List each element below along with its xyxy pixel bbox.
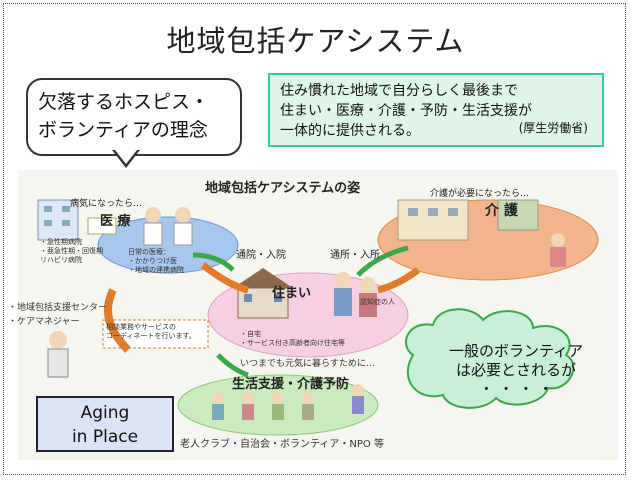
community-person-icon — [242, 392, 254, 404]
everyday-caption: いつまでも元気に暮らすために… — [240, 359, 375, 369]
arrow-medical-home — [200, 262, 249, 294]
elderly-person-icon — [335, 272, 351, 288]
care-system-diagram — [18, 170, 618, 460]
quote-line1: 住み慣れた地域で自分らしく最後まで — [280, 83, 518, 99]
arrow-home-medical — [192, 252, 235, 272]
elderly-person-icon — [360, 277, 376, 293]
medical-area — [97, 216, 239, 274]
aging-in-place-box: Aging in Place — [36, 396, 174, 452]
visit-right-label: 通所・入所 — [330, 250, 380, 261]
diagram-title: 地域包括ケアシステムの姿 — [205, 181, 361, 196]
caregiver-icon — [551, 233, 565, 247]
medical-label: 医 療 — [100, 214, 131, 229]
visit-left-label: 通院・入院 — [236, 250, 286, 261]
house-roof-icon — [233, 268, 293, 288]
aging-line2: in Place — [71, 427, 139, 447]
community-person-icon — [272, 392, 284, 404]
speech-bubble-line2: ボランティアの理念 — [38, 119, 208, 141]
arrow-home-care — [356, 245, 409, 277]
aging-line1: Aging — [80, 403, 130, 423]
life-support-label: 生活支援・介護予防 — [232, 377, 350, 392]
sick-caption: 病気になったら… — [70, 199, 143, 209]
arrow-care-home — [377, 267, 421, 294]
care-label: 介 護 — [485, 203, 518, 219]
cloud-line2: は必要とされるが — [455, 361, 576, 379]
speech-bubble: 欠落するホスピス・ ボランティアの理念 — [26, 78, 242, 156]
arrow-center-left — [104, 288, 131, 353]
volunteer-cloud-text: 一般のボランティア は必要とされるが ・ ・ ・ ・ — [426, 342, 606, 399]
doctor-list: 日常の医療： ・かかりつけ医 ・地域の連携病院 — [128, 248, 184, 274]
care-manager-label: ・ケアマネジャー — [8, 317, 80, 327]
community-groups-label: 老人クラブ・自治会・ボランティア・NPO 等 — [180, 439, 384, 450]
arrow-home-life — [216, 353, 249, 378]
consult-text: 相談業務やサービスの コーディネートを行います。 — [106, 323, 196, 340]
quote-source: (厚生労働省) — [518, 121, 588, 135]
care-manager-icon — [49, 331, 67, 349]
center-label: ・地域包括支援センター — [8, 303, 108, 313]
hospital-list: ・急性期病院 ・亜急性期・回復期 リハビリ病院 — [40, 238, 103, 264]
community-person-icon — [302, 392, 314, 404]
quote-line2: 住まい・医療・介護・予防・生活支援が — [280, 103, 532, 119]
ministry-quote-box: 住み慣れた地域で自分らしく最後まで 住まい・医療・介護・予防・生活支援が 一体的… — [268, 73, 604, 147]
slide-title: 地域包括ケアシステム — [166, 24, 465, 58]
speech-bubble-line1: 欠落するホスピス・ — [38, 91, 210, 113]
care-caption: 介護が必要になったら… — [430, 189, 530, 199]
cloud-line1: 一般のボランティア — [448, 342, 584, 360]
speech-bubble-tail-inner — [115, 150, 137, 164]
volunteer-cloud — [404, 308, 575, 409]
elder-label: 認知症の人 — [360, 298, 395, 306]
home-items: ・自宅 ・サービス付き高齢者向け住宅等 — [240, 330, 345, 347]
cloud-line3: ・ ・ ・ ・ — [478, 380, 554, 398]
care-van-icon — [497, 199, 539, 231]
volunteer-icon — [352, 384, 364, 396]
ambulance-icon — [87, 217, 117, 235]
community-person-icon — [212, 392, 224, 404]
care-facility-icon — [397, 199, 469, 241]
home-label: 住まい — [272, 286, 312, 301]
nurse-icon — [175, 207, 191, 223]
slide-frame — [3, 3, 626, 475]
doctor-icon — [145, 207, 161, 223]
quote-line3: 一体的に提供される。 — [280, 123, 420, 139]
